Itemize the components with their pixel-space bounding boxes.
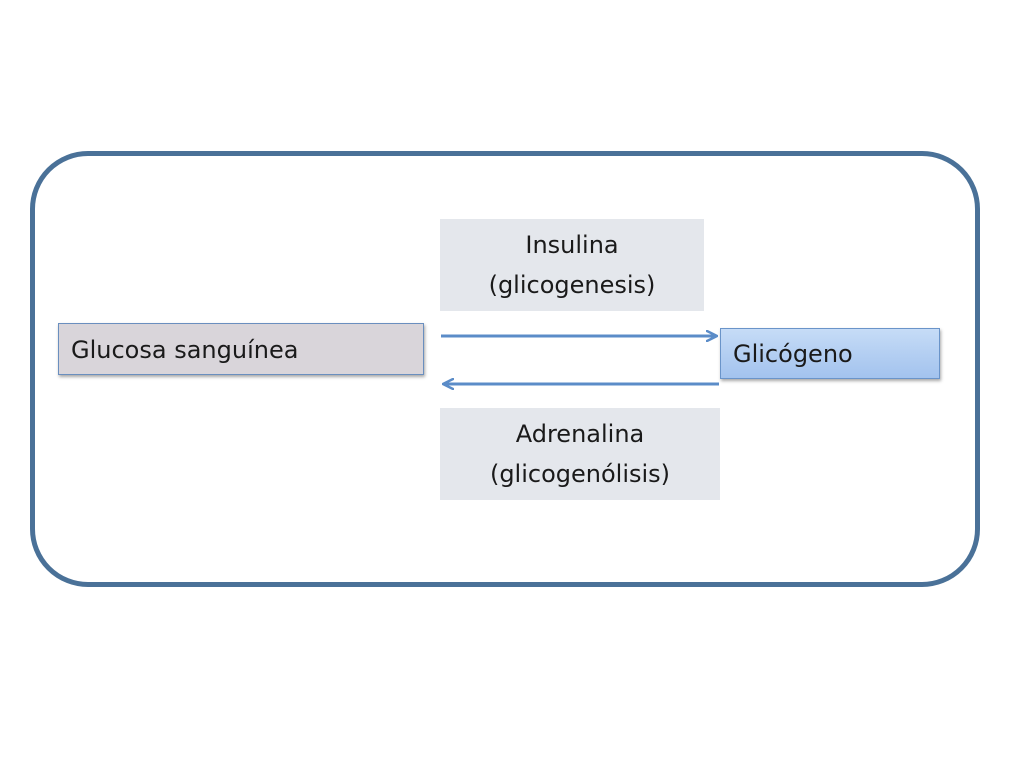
glycogenolysis-label: (glicogenólisis) <box>489 460 671 488</box>
insulin-label: Insulina <box>525 231 619 259</box>
glycogenesis-label: (glicogenesis) <box>488 271 656 299</box>
edge-label-adrenaline: Adrenalina (glicogenólisis) <box>440 408 720 500</box>
adrenaline-label: Adrenalina <box>515 420 645 448</box>
edge-label-insulin: Insulina (glicogenesis) <box>440 219 704 311</box>
node-glycogen: Glicógeno <box>720 328 940 379</box>
node-glucose: Glucosa sanguínea <box>58 323 424 375</box>
